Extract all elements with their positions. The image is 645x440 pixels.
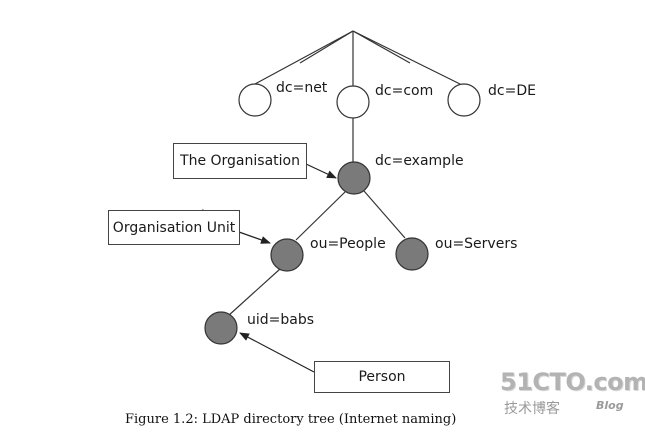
figure-caption: Figure 1.2: LDAP directory tree (Interne… [125,412,457,427]
node-dc-de [447,83,481,117]
label-dc-example: dc=example [375,153,464,169]
node-ou-people [270,238,304,272]
node-dc-net [238,83,272,117]
annotation-organisation-unit: Organisation Unit [108,210,240,245]
label-uid-babs: uid=babs [247,312,314,328]
edge-root-fan-right [352,30,411,64]
node-uid-babs [204,311,238,345]
arrow-person [239,332,315,373]
edge-example-servers [363,190,406,239]
arrow-organisation-unit [238,231,271,244]
watermark-logo: 51CTO.com [500,368,645,396]
label-ou-people: ou=People [310,236,386,252]
watermark-subtitle: 技术博客 [504,401,560,417]
annotation-person-text: Person [358,369,406,385]
label-dc-com: dc=com [375,83,433,99]
edge-root-net [254,30,354,85]
watermark: 51CTO.com 技术博客 Blog [500,368,645,418]
annotation-organisation-unit-text: Organisation Unit [112,219,236,236]
node-dc-com [336,85,370,119]
node-dc-example [337,161,371,195]
edge-root-de [352,30,461,85]
arrow-organisation [305,163,337,179]
edge-root-fan-left [299,30,354,64]
edge-example-people [295,191,346,241]
annotation-organisation-text: The Organisation [180,153,300,169]
label-ou-servers: ou=Servers [435,236,517,252]
root-edges [227,30,461,317]
label-dc-net: dc=net [276,80,328,96]
watermark-blog: Blog [596,399,624,412]
annotation-person: Person [314,361,450,393]
node-ou-servers [395,237,429,271]
label-dc-de: dc=DE [488,83,536,99]
annotation-organisation: The Organisation [173,143,307,179]
edge-people-babs [227,268,281,317]
